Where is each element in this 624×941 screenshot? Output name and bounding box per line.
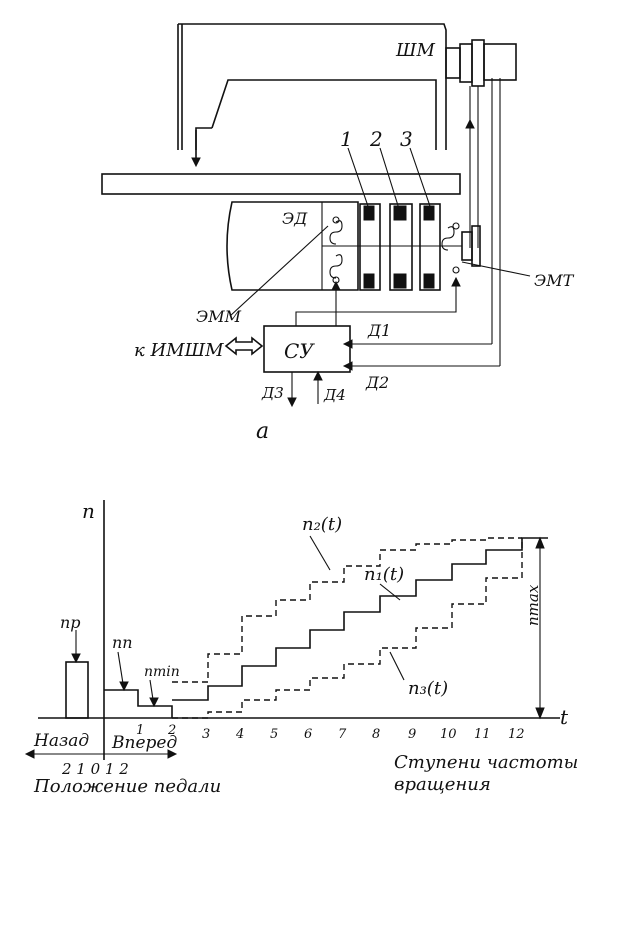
axis-y-label: n [82,499,95,523]
label-interface: к ИМШМ [134,340,224,361]
step-label: 3 [202,727,210,742]
step-label: 8 [372,727,380,742]
pedal-caption: Положение педали [33,776,221,797]
control-unit-box [263,325,351,373]
curve-n2 [172,537,522,683]
pedal-ticks: 2 1 0 1 2 [61,760,129,778]
label-motor: ЭД [282,209,308,228]
label-nmax: nmax [524,584,542,626]
label-d2: Д2 [365,373,389,392]
label-part-3: 3 [400,127,413,151]
caption-a: a [256,419,269,444]
label-n3: n₃(t) [408,678,448,699]
belt-arrow [465,118,475,129]
label-nmin: nmin [144,664,180,680]
step-label: 1 [136,723,144,738]
label-nn: nп [112,633,133,652]
bar-np [65,661,89,719]
label-control-unit: СУ [284,339,315,363]
step-label: 9 [408,727,416,742]
diagram-a: ШМ ЭД 1 2 3 ЭММ ЭМТ СУ к ИМШМ Д1 Д2 Д3 Д… [101,23,575,444]
step-label: 10 [440,727,457,742]
brake-assembly [441,222,481,274]
label-brake: ЭМТ [534,271,575,290]
axis-x-label: t [560,705,569,729]
label-part-2: 2 [369,127,383,151]
label-d3: Д3 [261,384,284,402]
step-label: 12 [508,727,525,742]
label-d4: Д4 [323,386,346,404]
speed-caption-2: вращения [394,774,491,795]
electric-motor [226,201,359,291]
curve-n3 [172,538,523,719]
clutch-discs [358,203,462,291]
label-part-1: 1 [340,127,353,151]
label-np: np [60,613,81,632]
label-clutch: ЭММ [196,307,242,326]
label-d1: Д1 [367,321,391,340]
curve-n1 [172,537,548,701]
label-machine: ШМ [395,40,436,61]
needle-arrow [191,157,201,168]
step-label: 11 [474,727,491,742]
diagram-b: n t np nп nmin nmax n₁(t) n₂(t) n₃(t) На… [24,499,578,797]
label-back: Назад [33,731,89,751]
table-top [101,173,461,195]
interface-arrow [224,336,264,356]
step-label: 7 [338,727,347,742]
sewing-machine-outline [177,23,447,150]
label-n2: n₂(t) [302,514,342,535]
step-label: 4 [235,727,244,742]
label-n1: n₁(t) [364,564,404,585]
label-forward: Вперед [111,733,177,753]
step-label: 6 [304,727,312,742]
step-label: 2 [167,723,176,738]
machine-pulley [445,39,517,87]
step-label: 5 [270,727,278,742]
speed-caption-1: Ступени частоты [394,752,578,773]
